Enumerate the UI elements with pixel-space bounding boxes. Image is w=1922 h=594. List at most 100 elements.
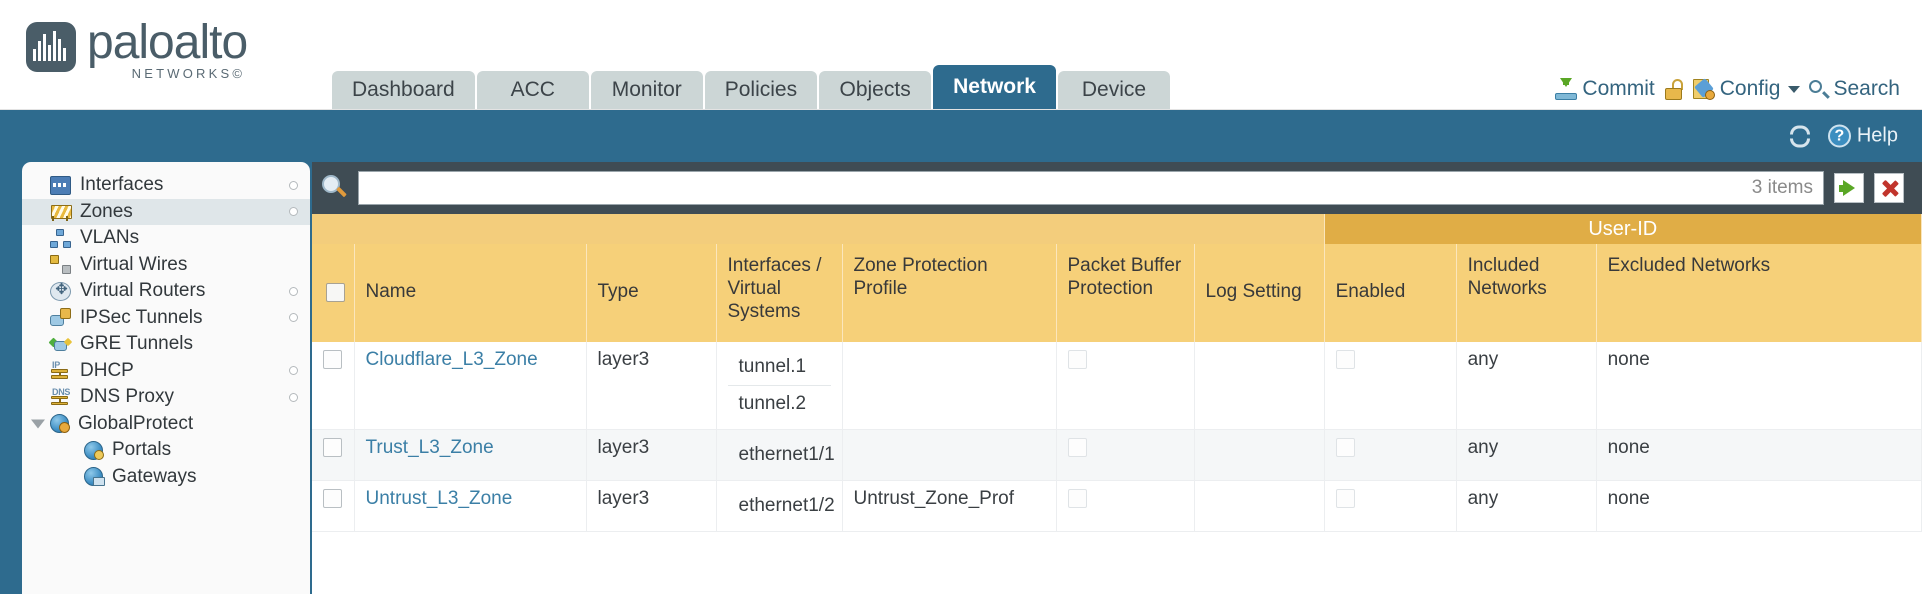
column-header-included-networks[interactable]: Included Networks [1456,244,1597,342]
sidebar-item-virtual-routers[interactable]: Virtual Routers [22,278,310,305]
packet-buffer-checkbox[interactable] [1067,350,1087,370]
config-menu[interactable]: Config [1692,77,1801,101]
sidebar-item-dhcp[interactable]: IP DHCP [22,358,310,385]
globalprotect-icon [50,414,70,434]
zone-name-link[interactable]: Trust_L3_Zone [365,437,494,458]
sidebar-item-label: DNS Proxy [80,386,174,408]
commit-label: Commit [1582,77,1655,100]
sidebar-item-label: IPSec Tunnels [80,306,203,328]
sidebar-item-dns-proxy[interactable]: DNS DNS Proxy [22,384,310,411]
row-select-cell [312,429,355,481]
filter-search-icon[interactable] [322,175,348,201]
refresh-icon[interactable] [1788,125,1812,147]
cell-included-networks: any [1456,342,1597,430]
search-button[interactable]: Search [1809,77,1900,101]
row-checkbox[interactable] [323,438,342,458]
expander-triangle-icon[interactable] [31,419,45,429]
cell-included-networks: any [1456,480,1597,532]
table-row[interactable]: Cloudflare_L3_Zone layer3 tunnel.1 tunne… [312,342,1922,430]
table-group-header-row: User-ID [312,214,1922,244]
tab-acc[interactable]: ACC [476,71,589,109]
paloalto-logo-icon [26,22,76,72]
sidebar-item-label: Virtual Routers [80,280,206,302]
tab-objects[interactable]: Objects [819,71,932,109]
tab-network[interactable]: Network [933,65,1056,109]
column-header-zone-protection[interactable]: Zone Protection Profile [842,244,1057,342]
sidebar-item-vlans[interactable]: VLANs [22,225,310,252]
row-select-cell [312,480,355,532]
tab-dashboard[interactable]: Dashboard [332,71,475,109]
sidebar-item-label: Gateways [112,465,197,487]
sidebar-item-label: VLANs [80,227,140,249]
tab-monitor[interactable]: Monitor [590,71,703,109]
cell-log-setting [1194,342,1325,430]
status-dot [289,180,298,190]
column-header-type[interactable]: Type [586,244,717,342]
sidebar-item-ipsec-tunnels[interactable]: IPSec Tunnels [22,305,310,332]
help-button[interactable]: ? Help [1827,124,1898,148]
packet-buffer-checkbox[interactable] [1067,438,1087,458]
cell-excluded-networks: none [1596,429,1922,481]
cell-userid-enabled [1324,480,1457,532]
sidebar-item-globalprotect[interactable]: GlobalProtect [22,411,310,438]
packet-buffer-checkbox[interactable] [1067,489,1087,509]
status-dot [289,286,298,296]
search-label: Search [1833,77,1900,100]
row-checkbox[interactable] [323,350,342,370]
row-checkbox[interactable] [323,489,342,509]
sidebar-item-zones[interactable]: Zones [22,198,310,225]
cell-interfaces: ethernet1/1 [716,429,843,481]
cell-type: layer3 [586,342,717,430]
cell-zone-protection-profile: Untrust_Zone_Prof [842,480,1057,532]
userid-enabled-checkbox[interactable] [1335,350,1355,370]
userid-enabled-checkbox[interactable] [1335,489,1355,509]
cell-zone-protection-profile [842,342,1057,430]
padlock-icon [1664,78,1684,100]
commit-button[interactable]: Commit [1555,77,1655,101]
sidebar-item-virtual-wires[interactable]: Virtual Wires [22,252,310,279]
brand-logo: paloalto NETWORKS© [26,18,248,81]
cell-excluded-networks: none [1596,342,1922,430]
page-body: Interfaces Zones VLANs Virtual Wires [0,162,1922,594]
cell-packet-buffer-protection [1056,429,1195,481]
cell-excluded-networks: none [1596,480,1922,532]
zones-table-body: Cloudflare_L3_Zone layer3 tunnel.1 tunne… [312,342,1922,532]
zone-name-link[interactable]: Cloudflare_L3_Zone [365,349,538,370]
sidebar-item-portals[interactable]: Portals [22,437,310,464]
interface-entry: tunnel.1 [727,349,831,386]
column-header-interfaces[interactable]: Interfaces / Virtual Systems [716,244,843,342]
table-row[interactable]: Untrust_L3_Zone layer3 ethernet1/2 Untru… [312,480,1922,532]
filter-input-wrapper[interactable]: 3 items [358,171,1824,205]
select-all-header [312,244,355,342]
sidebar-item-interfaces[interactable]: Interfaces [22,172,310,199]
cell-log-setting [1194,480,1325,532]
apply-filter-button[interactable] [1834,173,1864,203]
interface-entry: tunnel.2 [738,393,807,414]
table-header-row: Name Type Interfaces / Virtual Systems Z… [312,244,1922,342]
cell-type: layer3 [586,480,717,532]
sidebar-item-label: GlobalProtect [78,412,194,434]
clear-filter-button[interactable] [1874,173,1904,203]
filter-bar: 3 items [312,162,1922,214]
column-header-userid-enabled[interactable]: Enabled [1324,244,1457,342]
tab-device[interactable]: Device [1057,71,1170,109]
zone-name-link[interactable]: Untrust_L3_Zone [365,488,513,509]
userid-enabled-checkbox[interactable] [1335,438,1355,458]
tab-policies[interactable]: Policies [704,71,818,109]
lock-button[interactable] [1664,78,1684,100]
cell-log-setting [1194,429,1325,481]
column-header-log-setting[interactable]: Log Setting [1194,244,1325,342]
interface-entry: ethernet1/1 [738,444,835,465]
column-header-packet-buffer[interactable]: Packet Buffer Protection [1056,244,1195,342]
group-header-userid: User-ID [1324,214,1922,244]
interface-entry: ethernet1/2 [738,495,835,516]
select-all-checkbox[interactable] [326,282,345,302]
sidebar-item-label: Interfaces [80,174,164,196]
table-row[interactable]: Trust_L3_Zone layer3 ethernet1/1 [312,429,1922,481]
column-header-excluded-networks[interactable]: Excluded Networks [1596,244,1922,342]
sidebar-item-gateways[interactable]: Gateways [22,464,310,491]
column-header-name[interactable]: Name [354,244,587,342]
sidebar-item-gre-tunnels[interactable]: GRE Tunnels [22,331,310,358]
search-input[interactable] [369,177,1742,199]
